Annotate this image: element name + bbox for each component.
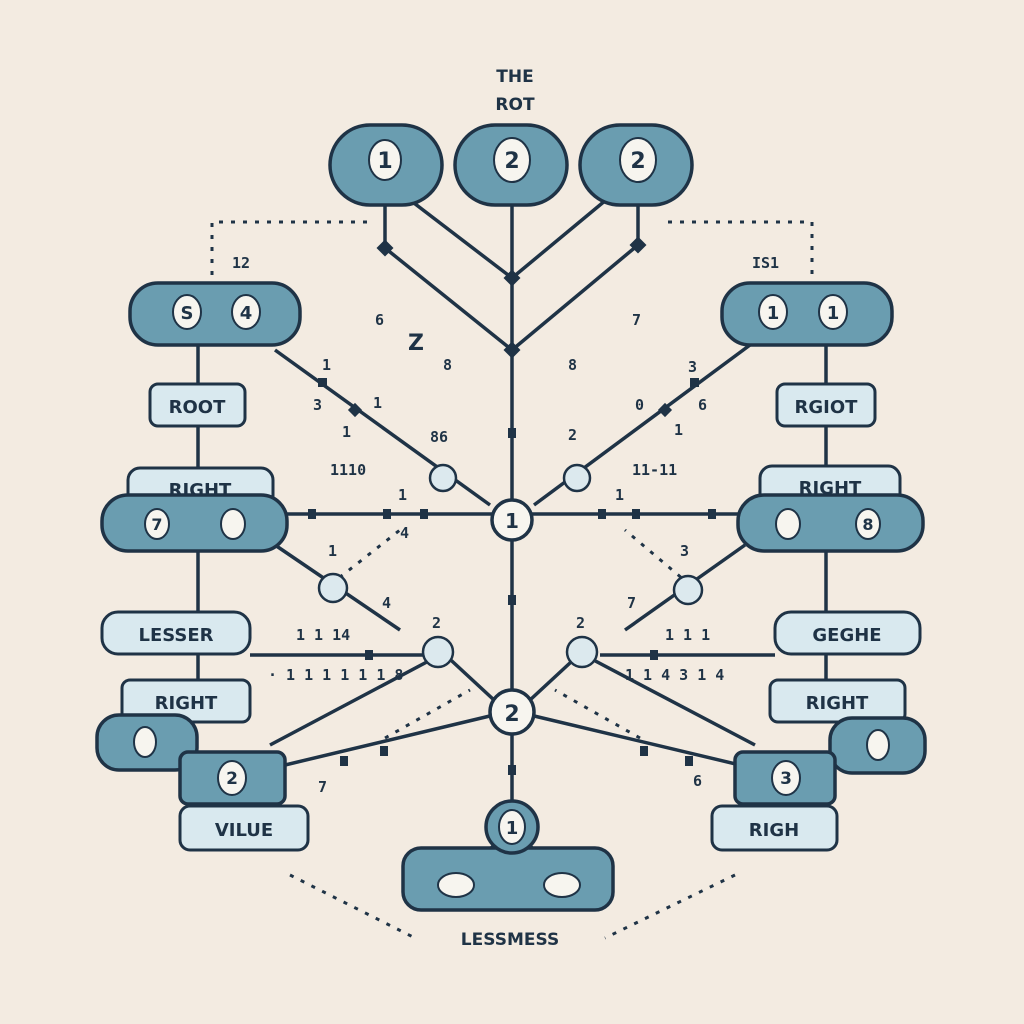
- top-node-1[interactable]: 1: [328, 123, 444, 207]
- annotation: 3: [680, 542, 689, 560]
- right-righ-tag[interactable]: RIGH: [710, 804, 839, 852]
- edge-markers: [308, 236, 716, 775]
- annotations: 6 Z 8 8 7 1 3 1 1 86 1110 0 6 2 1 11-11 …: [268, 311, 724, 796]
- annotation: Z: [408, 331, 424, 356]
- right-righ-tag-label: RIGH: [749, 820, 799, 841]
- right-node-b-label: 8: [862, 515, 873, 534]
- annotation: 1: [398, 486, 407, 504]
- left-group-number: 12: [232, 254, 250, 272]
- annotation: 2: [432, 614, 441, 632]
- left-value-node[interactable]: 2: [178, 750, 287, 806]
- annotation: 1: [674, 421, 683, 439]
- hub-upper[interactable]: 1: [490, 498, 534, 542]
- right-group-number: IS1: [752, 254, 779, 272]
- left-lesser-tag[interactable]: LESSER: [100, 610, 252, 656]
- annotation: 8: [568, 356, 577, 374]
- title-line-2: ROT: [495, 95, 535, 115]
- annotation: 7: [632, 311, 641, 329]
- annotation: 1: [328, 542, 337, 560]
- right-node-b[interactable]: 8: [736, 493, 925, 553]
- left-lesser-tag-label: LESSER: [138, 625, 213, 646]
- left-small-node[interactable]: [95, 713, 199, 772]
- top-node-3-label: 2: [630, 149, 645, 174]
- annotation: 6: [693, 772, 702, 790]
- annotation: 4: [400, 524, 409, 542]
- left-root-tag-label: ROOT: [169, 397, 226, 418]
- annotation: 1: [342, 423, 351, 441]
- left-node-a-label-2: 4: [240, 303, 253, 324]
- annotation: · 1 1 1 1 1 1 8: [268, 666, 403, 684]
- annotation: 1: [615, 486, 624, 504]
- knobs: [317, 463, 704, 669]
- right-root-tag[interactable]: RGIOT: [775, 382, 877, 428]
- annotation: 4: [382, 594, 391, 612]
- annotation: 2: [568, 426, 577, 444]
- left-node-b[interactable]: 7: [100, 493, 289, 553]
- right-right-tag-2-label: RIGHT: [806, 693, 869, 714]
- annotation: 11-11: [632, 461, 677, 479]
- left-node-b-label: 7: [151, 515, 162, 534]
- right-root-tag-label: RGIOT: [795, 397, 859, 418]
- annotation: 1110: [330, 461, 366, 479]
- annotation: 8: [443, 356, 452, 374]
- left-value-node-label: 2: [226, 769, 238, 789]
- right-node-a-label-1: 1: [767, 303, 780, 324]
- bottom-node[interactable]: 1: [401, 799, 615, 912]
- annotation: 6: [698, 396, 707, 414]
- left-root-tag[interactable]: ROOT: [148, 382, 247, 428]
- annotation: 3: [313, 396, 322, 414]
- annotation: 2: [576, 614, 585, 632]
- annotation: 0: [635, 396, 644, 414]
- left-node-a[interactable]: S 4: [128, 281, 302, 347]
- annotation: 1 1 14: [296, 626, 350, 644]
- right-geghe-tag-label: GEGHE: [812, 625, 881, 646]
- bottom-label: LESSMESS: [461, 930, 559, 950]
- annotation: 1 1 1: [665, 626, 710, 644]
- left-right-tag-2-label: RIGHT: [155, 693, 218, 714]
- left-value-tag[interactable]: VILUE: [178, 804, 310, 852]
- annotation: 7: [627, 594, 636, 612]
- hub-lower[interactable]: 2: [488, 688, 536, 736]
- annotation: 1: [373, 394, 382, 412]
- top-node-3[interactable]: 2: [578, 123, 694, 207]
- annotation: 1 1 4 3 1 4: [625, 666, 724, 684]
- hub-upper-label: 1: [505, 509, 519, 533]
- right-small-node[interactable]: [828, 716, 927, 775]
- top-node-2-label: 2: [504, 149, 519, 174]
- left-node-a-label-1: S: [181, 303, 194, 324]
- top-node-1-label: 1: [377, 149, 392, 174]
- annotation: 86: [430, 428, 448, 446]
- right-righ-node[interactable]: 3: [733, 750, 837, 806]
- right-right-tag-2[interactable]: RIGHT: [768, 678, 907, 724]
- title-line-1: THE: [496, 67, 533, 87]
- right-node-a[interactable]: 1 1: [720, 281, 894, 347]
- annotation: 6: [375, 311, 384, 329]
- annotation: 7: [318, 778, 327, 796]
- top-node-2[interactable]: 2: [453, 123, 569, 207]
- left-value-tag-label: VILUE: [215, 820, 273, 841]
- right-righ-node-label: 3: [780, 769, 792, 789]
- right-node-a-label-2: 1: [827, 303, 840, 324]
- right-geghe-tag[interactable]: GEGHE: [773, 610, 922, 656]
- bottom-node-label: 1: [506, 818, 519, 839]
- annotation: 1: [322, 356, 331, 374]
- annotation: 3: [688, 358, 697, 376]
- hub-lower-label: 2: [504, 702, 519, 727]
